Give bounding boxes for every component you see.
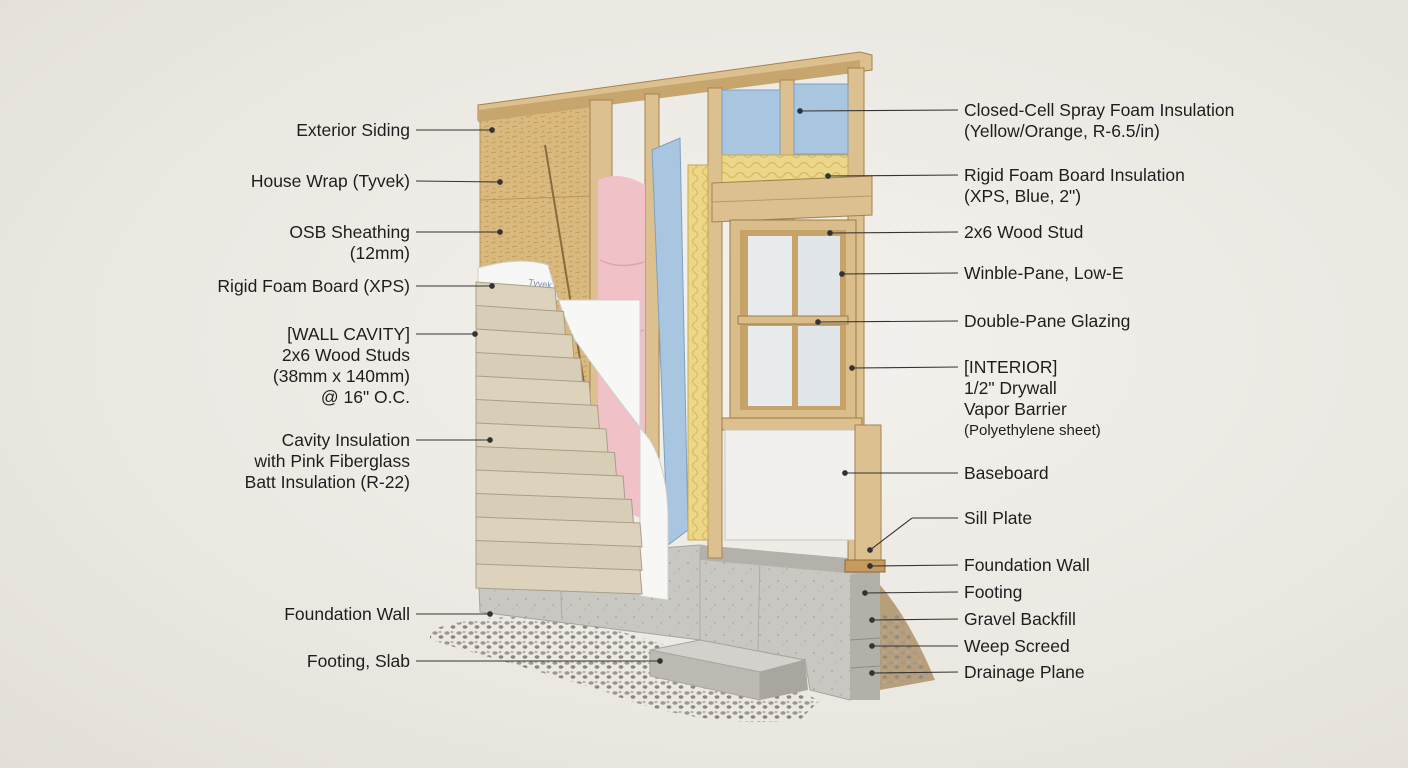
label-line: 2x6 Wood Studs xyxy=(281,345,410,365)
leader-line xyxy=(864,591,959,594)
leader-line xyxy=(851,366,959,369)
window-unit xyxy=(721,219,863,431)
leader-dot xyxy=(497,179,503,185)
leader-dot xyxy=(869,670,875,676)
leader-line xyxy=(799,109,959,112)
label-wood-stud-2x6: 2x6 Wood Stud xyxy=(964,222,1083,243)
siding-board xyxy=(475,563,643,595)
label-line: House Wrap (Tyvek) xyxy=(250,171,410,191)
label-line: [INTERIOR] xyxy=(964,357,1058,377)
leader-line xyxy=(829,231,959,234)
leader-dot xyxy=(815,319,821,325)
leader-line xyxy=(817,320,959,323)
label-winble-pane: Winble-Pane, Low-E xyxy=(964,263,1124,284)
label-foundation-wall-left: Foundation Wall xyxy=(284,604,410,625)
label-footing-slab: Footing, Slab xyxy=(307,651,410,672)
leader-dot xyxy=(869,643,875,649)
label-line: (Polyethylene sheet) xyxy=(964,422,1101,439)
leader-dot xyxy=(497,229,503,235)
label-footing: Footing xyxy=(964,582,1022,603)
label-line: Drainage Plane xyxy=(964,662,1085,682)
label-closed-cell-spray-foam: Closed-Cell Spray Foam Insulation(Yellow… xyxy=(964,100,1234,142)
leader-line xyxy=(827,174,959,177)
label-line: Winble-Pane, Low-E xyxy=(964,263,1124,283)
label-line: Cavity Insulation xyxy=(281,430,410,450)
leader-dot xyxy=(487,611,493,617)
label-line: Foundation Wall xyxy=(284,604,410,624)
label-line: Foundation Wall xyxy=(964,555,1090,575)
label-wall-cavity: [WALL CAVITY]2x6 Wood Studs(38mm x 140mm… xyxy=(273,324,410,408)
leader-dot xyxy=(849,365,855,371)
label-line: 1/2" Drywall xyxy=(964,378,1057,398)
lap-siding xyxy=(475,281,643,595)
siding-board xyxy=(475,516,643,548)
leader-dot xyxy=(867,563,873,569)
label-line: Vapor Barrier xyxy=(964,399,1067,419)
leader-dot xyxy=(842,470,848,476)
label-line: Batt Insulation (R-22) xyxy=(244,472,410,492)
label-double-pane-glazing: Double-Pane Glazing xyxy=(964,311,1130,332)
leader-lines xyxy=(415,108,959,676)
leader-line xyxy=(871,618,959,621)
label-line: Footing, Slab xyxy=(306,651,410,671)
label-line: @ 16" O.C. xyxy=(320,387,410,407)
leader-dot xyxy=(489,283,495,289)
label-line: Rigid Foam Board (XPS) xyxy=(217,276,410,296)
label-foundation-wall-right: Foundation Wall xyxy=(964,555,1090,576)
blue-foam-board xyxy=(651,83,849,546)
label-line: Footing xyxy=(964,582,1023,602)
leader-dot xyxy=(489,127,495,133)
leader-line xyxy=(869,517,913,551)
window-header xyxy=(711,175,873,223)
label-line: Sill Plate xyxy=(964,508,1033,528)
label-line: Weep Screed xyxy=(964,636,1070,656)
leader-dot xyxy=(797,108,803,114)
label-line: (XPS, Blue, 2") xyxy=(964,186,1082,206)
label-sill-plate: Sill Plate xyxy=(964,508,1032,529)
leader-dot xyxy=(869,617,875,623)
leader-dot xyxy=(657,658,663,664)
label-line: Gravel Backfill xyxy=(964,609,1076,629)
label-line: 2x6 Wood Stud xyxy=(964,222,1084,242)
drywall xyxy=(724,424,886,573)
label-baseboard: Baseboard xyxy=(964,463,1049,484)
label-line: (Yellow/Orange, R-6.5/in) xyxy=(964,121,1160,141)
label-line: with Pink Fiberglass xyxy=(254,451,410,471)
label-house-wrap: House Wrap (Tyvek) xyxy=(251,171,410,192)
leader-dot xyxy=(827,230,833,236)
footing-step xyxy=(649,639,808,701)
label-line: (38mm x 140mm) xyxy=(272,366,410,386)
label-line: [WALL CAVITY] xyxy=(287,324,410,344)
leader-line xyxy=(841,272,959,275)
label-line: Exterior Siding xyxy=(296,120,410,140)
leader-dot xyxy=(867,547,873,553)
leader-line xyxy=(871,671,959,674)
label-rigid-foam-board-insulation: Rigid Foam Board Insulation(XPS, Blue, 2… xyxy=(964,165,1185,207)
leader-line xyxy=(869,564,959,567)
leader-dot xyxy=(862,590,868,596)
label-exterior-siding: Exterior Siding xyxy=(296,120,410,141)
label-line: OSB Sheathing xyxy=(289,222,410,242)
label-line: Rigid Foam Board Insulation xyxy=(964,165,1185,185)
leader-dot xyxy=(472,331,478,337)
top-plate-frame xyxy=(477,51,873,122)
label-drainage-plane: Drainage Plane xyxy=(964,662,1085,683)
leader-dot xyxy=(487,437,493,443)
leader-dot xyxy=(839,271,845,277)
label-line: (12mm) xyxy=(349,243,410,263)
label-weep-screed: Weep Screed xyxy=(964,636,1070,657)
leader-line xyxy=(415,180,501,183)
label-rigid-foam-xps: Rigid Foam Board (XPS) xyxy=(217,276,410,297)
label-osb-sheathing: OSB Sheathing(12mm) xyxy=(289,222,410,264)
siding-board xyxy=(475,539,643,572)
leader-dot xyxy=(825,173,831,179)
label-line: Baseboard xyxy=(964,463,1049,483)
label-gravel-backfill: Gravel Backfill xyxy=(964,609,1076,630)
label-line: Closed-Cell Spray Foam Insulation xyxy=(964,100,1235,120)
label-line: Double-Pane Glazing xyxy=(964,311,1131,331)
